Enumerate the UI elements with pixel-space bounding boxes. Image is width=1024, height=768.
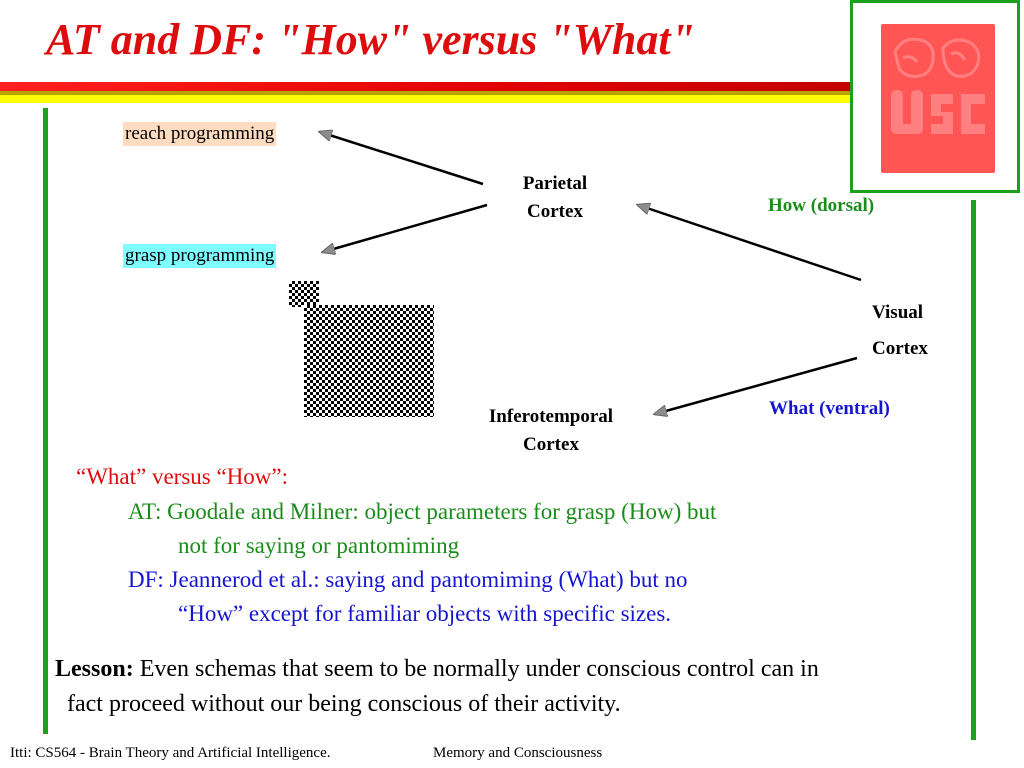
parietal-cortex-node: Parietal Cortex bbox=[500, 170, 610, 226]
at-line-2: not for saying or pantomiming bbox=[178, 533, 460, 558]
arrow-visual-to-inferotemporal bbox=[655, 356, 858, 414]
checkerboard-pattern-large bbox=[304, 305, 434, 417]
slide-title: AT and DF: "How" versus "What" bbox=[46, 15, 696, 64]
at-line-1: AT: Goodale and Milner: object parameter… bbox=[128, 499, 717, 524]
how-dorsal-label: How (dorsal) bbox=[768, 195, 875, 216]
arrow-parietal-to-grasp bbox=[323, 203, 488, 252]
reach-programming-label: reach programming bbox=[123, 122, 277, 146]
footer-topic: Memory and Consciousness bbox=[433, 745, 603, 761]
left-border-line bbox=[43, 108, 48, 734]
inferotemporal-cortex-node: Inferotemporal Cortex bbox=[466, 403, 636, 459]
arrow-visual-to-parietal bbox=[638, 205, 862, 282]
logo-frame bbox=[850, 0, 1020, 193]
checkerboard-pattern-small bbox=[289, 281, 319, 307]
right-border-line bbox=[971, 200, 976, 740]
grasp-programming-label: grasp programming bbox=[123, 244, 277, 268]
what-versus-how-heading: “What” versus “How”: bbox=[76, 464, 289, 489]
visual-line1: Visual bbox=[872, 302, 924, 323]
usc-brain-logo-icon bbox=[881, 24, 995, 173]
lesson-line1: Even schemas that seem to be normally un… bbox=[139, 656, 819, 682]
visual-line2: Cortex bbox=[872, 338, 928, 359]
lesson-label: Lesson: bbox=[55, 656, 134, 682]
visual-cortex-node: Visual Cortex bbox=[872, 295, 952, 367]
footer-course: Itti: CS564 - Brain Theory and Artificia… bbox=[10, 745, 331, 761]
inferotemporal-line2: Cortex bbox=[523, 434, 579, 455]
arrow-parietal-to-reach bbox=[320, 132, 484, 186]
title-underline-yellow bbox=[0, 95, 850, 103]
parietal-line2: Cortex bbox=[527, 201, 583, 222]
title-underline-red bbox=[0, 82, 850, 91]
df-line-1: DF: Jeannerod et al.: saying and pantomi… bbox=[128, 567, 688, 592]
lesson-line2: fact proceed without our being conscious… bbox=[67, 691, 621, 717]
df-line-2: “How” except for familiar objects with s… bbox=[178, 601, 672, 626]
parietal-line1: Parietal bbox=[522, 173, 588, 194]
what-ventral-label: What (ventral) bbox=[769, 398, 890, 419]
inferotemporal-line1: Inferotemporal bbox=[488, 406, 614, 427]
lesson-paragraph: Lesson: Even schemas that seem to be nor… bbox=[55, 652, 970, 722]
title-underline-olive bbox=[0, 91, 850, 95]
